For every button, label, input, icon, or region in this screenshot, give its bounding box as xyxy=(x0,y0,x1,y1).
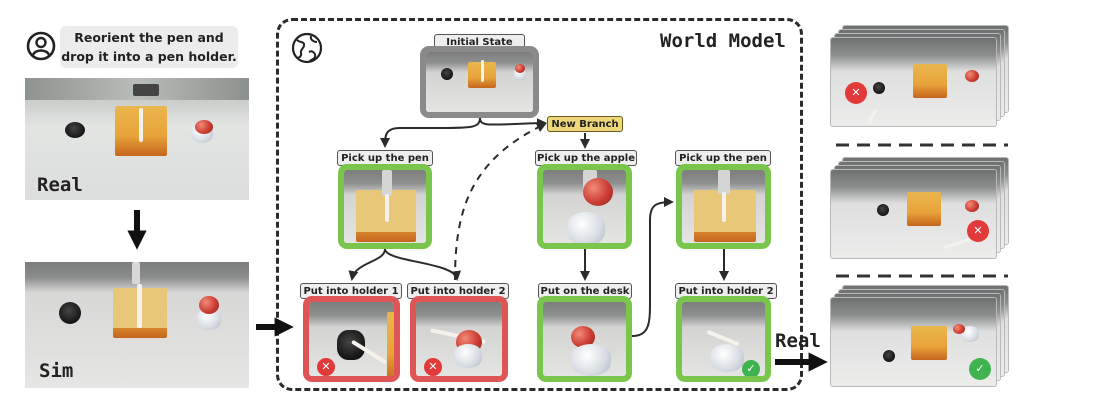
frame-holder-2-left-failure: ✕ xyxy=(410,296,508,382)
frame-pick-pen-left xyxy=(338,164,432,249)
success-check-icon: ✓ xyxy=(969,358,991,380)
failure-cross-icon: ✕ xyxy=(424,358,442,376)
failure-cross-icon: ✕ xyxy=(967,220,989,242)
failure-cross-icon: ✕ xyxy=(317,358,335,376)
real-label: Real xyxy=(37,174,83,196)
edge-initial-to-pick-pen xyxy=(380,117,481,148)
world-model-title: World Model xyxy=(660,30,786,52)
frame-initial-state xyxy=(420,46,539,118)
real-scene-image: Real xyxy=(25,78,249,200)
failure-cross-icon: ✕ xyxy=(845,82,867,104)
instruction-line-2: drop it into a pen holder. xyxy=(61,49,237,64)
real-rollout-stack-1: ✕ xyxy=(831,26,1011,136)
frame-pick-apple xyxy=(537,164,632,249)
frame-holder-1-failure: ✕ xyxy=(303,296,400,382)
frame-put-on-desk xyxy=(537,296,632,382)
user-circle-icon xyxy=(26,31,56,61)
instruction-line-1: Reorient the pen and xyxy=(74,30,224,45)
sim-label: Sim xyxy=(39,360,74,382)
task-instruction: Reorient the pen and drop it into a pen … xyxy=(60,26,238,68)
real-label-right: Real xyxy=(775,330,821,352)
real-rollout-stack-2: ✕ xyxy=(831,158,1011,268)
world-model-container xyxy=(276,18,803,391)
edge-dashed-reroute xyxy=(454,122,547,281)
edge-initial-to-new-branch xyxy=(479,117,547,129)
globe-icon xyxy=(291,32,323,64)
sim-scene-image: Sim xyxy=(25,262,249,388)
frame-pick-pen-right xyxy=(676,164,771,249)
edge-pick-pen-to-holder-2 xyxy=(384,248,461,281)
node-label-new-branch: New Branch xyxy=(547,116,623,132)
frame-holder-2-right-success: ✓ xyxy=(676,296,771,382)
edge-desk-to-pick-pen xyxy=(631,197,674,337)
edge-pick-pen-to-holder-1 xyxy=(348,248,386,281)
success-check-icon: ✓ xyxy=(742,360,760,376)
real-rollout-stack-3: ✓ xyxy=(831,286,1011,396)
